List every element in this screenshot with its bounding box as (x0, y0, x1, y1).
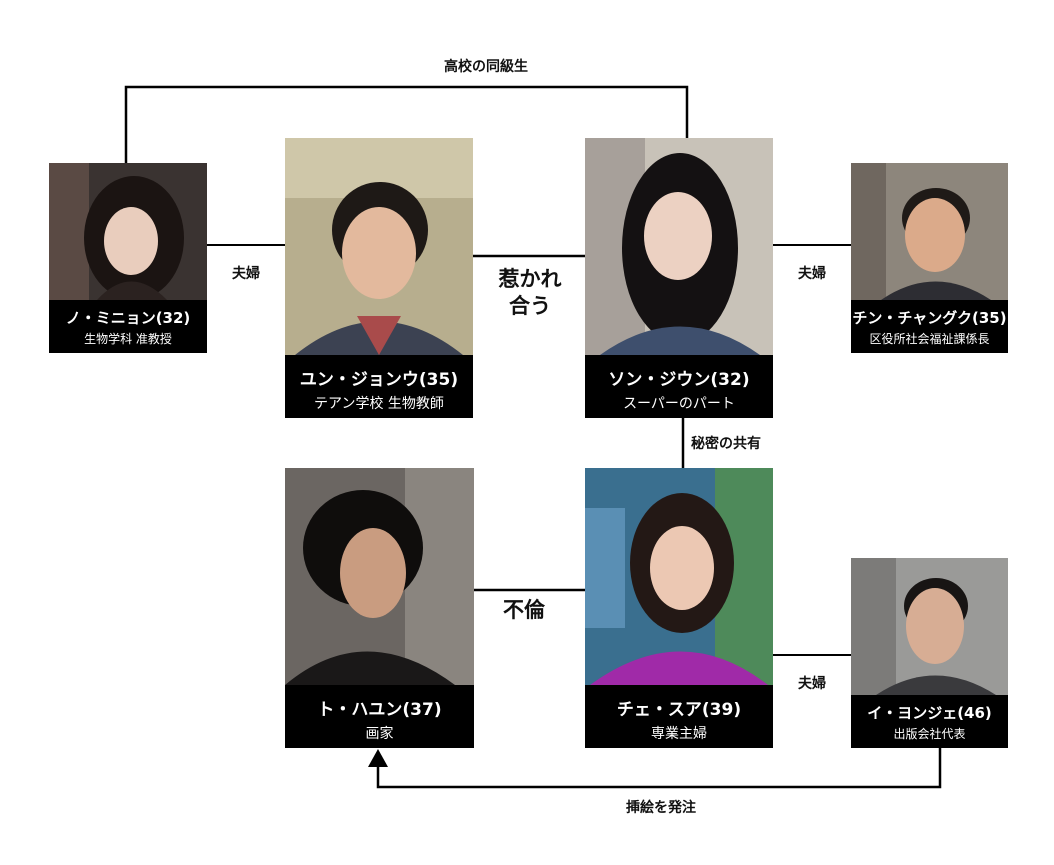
person-name: ト・ハユン(37) (317, 700, 442, 720)
portrait-choi-sua (585, 468, 773, 685)
person-name: ソン・ジウン(32) (608, 370, 750, 390)
person-role: スーパーのパート (623, 396, 735, 412)
person-name: チェ・スア(39) (616, 700, 742, 720)
person-card-lee-yongje: イ・ヨンジェ(46) 出版会社代表 (851, 558, 1008, 748)
person-card-choi-sua: チェ・スア(39) 専業主婦 (585, 468, 773, 748)
person-card-to-hayun: ト・ハユン(37) 画家 (285, 468, 474, 748)
person-card-no-minyeon: ノ・ミニョン(32) 生物学科 准教授 (49, 163, 207, 353)
portrait-lee-yongje (851, 558, 1008, 695)
label-couple-right: 夫婦 (798, 266, 826, 282)
person-role: 専業主婦 (651, 726, 707, 742)
label-secret: 秘密の共有 (691, 436, 761, 452)
label-couple-bottom: 夫婦 (798, 676, 826, 692)
label-attracted-line2: 合う (509, 294, 551, 318)
label-commission: 挿絵を発注 (626, 800, 696, 816)
portrait-jin-changguk (851, 163, 1008, 300)
person-name: イ・ヨンジェ(46) (867, 704, 992, 722)
person-role: テアン学校 生物教師 (314, 396, 444, 412)
person-role: 出版会社代表 (893, 727, 966, 741)
person-card-yoon-jungwoo: ユン・ジョンウ(35) テアン学校 生物教師 (285, 138, 473, 418)
portrait-no-minyeon (49, 163, 207, 300)
person-name: チン・チャングク(35) (852, 309, 1007, 327)
commission-line (376, 748, 942, 789)
person-role: 画家 (365, 726, 394, 742)
person-role: 区役所社会福祉課係長 (869, 332, 990, 346)
label-affair: 不倫 (503, 598, 545, 622)
label-attracted: 惹かれ 合う (488, 266, 572, 320)
classmates-line (124, 85, 689, 163)
label-attracted-line1: 惹かれ (498, 267, 562, 291)
portrait-yoon-jungwoo (285, 138, 473, 355)
portrait-son-jiwon (585, 138, 773, 355)
label-classmates: 高校の同級生 (444, 59, 528, 75)
commission-arrowhead (368, 749, 388, 767)
label-couple-left: 夫婦 (232, 266, 260, 282)
portrait-to-hayun (285, 468, 474, 685)
person-name: ユン・ジョンウ(35) (299, 370, 459, 390)
person-name: ノ・ミニョン(32) (65, 309, 191, 327)
person-card-jin-changguk: チン・チャングク(35) 区役所社会福祉課係長 (851, 163, 1008, 353)
person-card-son-jiwon: ソン・ジウン(32) スーパーのパート (585, 138, 773, 418)
person-role: 生物学科 准教授 (84, 332, 172, 346)
